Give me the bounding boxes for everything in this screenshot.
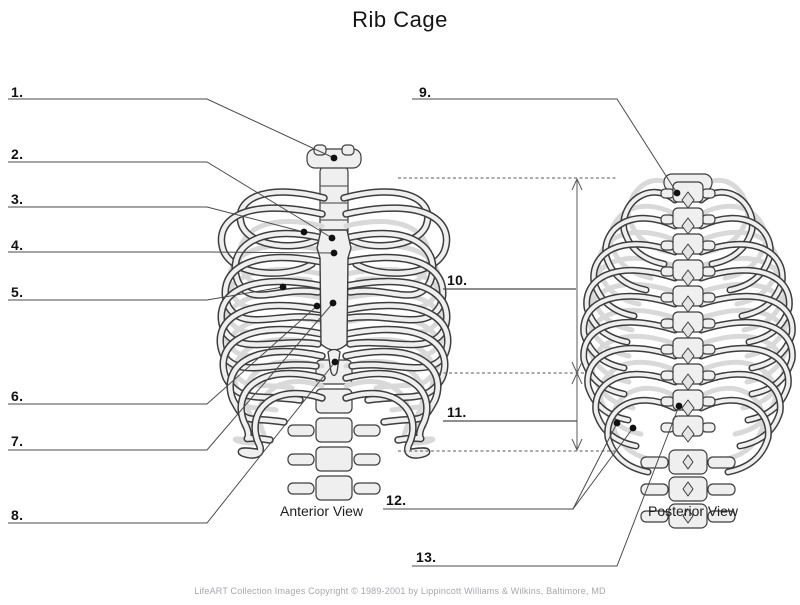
marker-dot-8 (331, 358, 339, 366)
dashed-reference-lines (398, 177, 618, 452)
page-title: Rib Cage (352, 7, 448, 32)
marker-dot-1 (330, 154, 338, 162)
leader-line-13 (412, 405, 680, 567)
arrowhead-up-icon (571, 371, 583, 385)
marker-dot-13 (675, 402, 683, 410)
leader-line-8 (8, 361, 336, 524)
anterior-ribcage-figure (216, 144, 452, 501)
arrowhead-down-icon (571, 438, 583, 452)
label-4: 4. (11, 237, 24, 253)
leader-line-3 (8, 206, 305, 233)
copyright-text: LifeART Collection Images Copyright © 19… (194, 586, 606, 596)
leader-line-12b (572, 427, 634, 510)
label-11: 11. (447, 404, 467, 420)
leader-lines (8, 98, 680, 567)
marker-dot-12b (629, 424, 637, 432)
label-2: 2. (11, 146, 24, 162)
dimension-bar (571, 177, 583, 452)
marker-dot-5 (279, 283, 287, 291)
label-8: 8. (11, 507, 24, 523)
label-6: 6. (11, 388, 24, 404)
posterior-view-caption: Posterior View (648, 503, 739, 519)
leader-line-5 (8, 286, 284, 301)
label-10: 10. (447, 272, 468, 288)
marker-dots (279, 154, 683, 432)
leader-line-4 (8, 251, 335, 254)
marker-dot-2 (328, 234, 336, 242)
leader-line-7 (8, 302, 334, 451)
label-13: 13. (416, 549, 437, 565)
leader-line-2 (8, 161, 333, 239)
label-5: 5. (11, 284, 24, 300)
arrowhead-up-icon (571, 177, 583, 191)
label-1: 1. (11, 84, 24, 100)
label-7: 7. (11, 433, 24, 449)
leader-line-6 (8, 305, 318, 405)
marker-dot-7 (329, 299, 337, 307)
marker-dot-12a (613, 419, 621, 427)
marker-dot-4 (330, 249, 338, 257)
marker-dot-3 (300, 228, 308, 236)
label-12: 12. (386, 492, 407, 508)
label-3: 3. (11, 191, 24, 207)
posterior-ribcage-figure (580, 173, 796, 529)
label-9: 9. (419, 84, 432, 100)
marker-dot-9 (673, 189, 681, 197)
leader-line-1 (8, 98, 335, 159)
leader-line-9 (412, 98, 678, 194)
anterior-view-caption: Anterior View (280, 503, 364, 519)
marker-dot-6 (313, 302, 321, 310)
